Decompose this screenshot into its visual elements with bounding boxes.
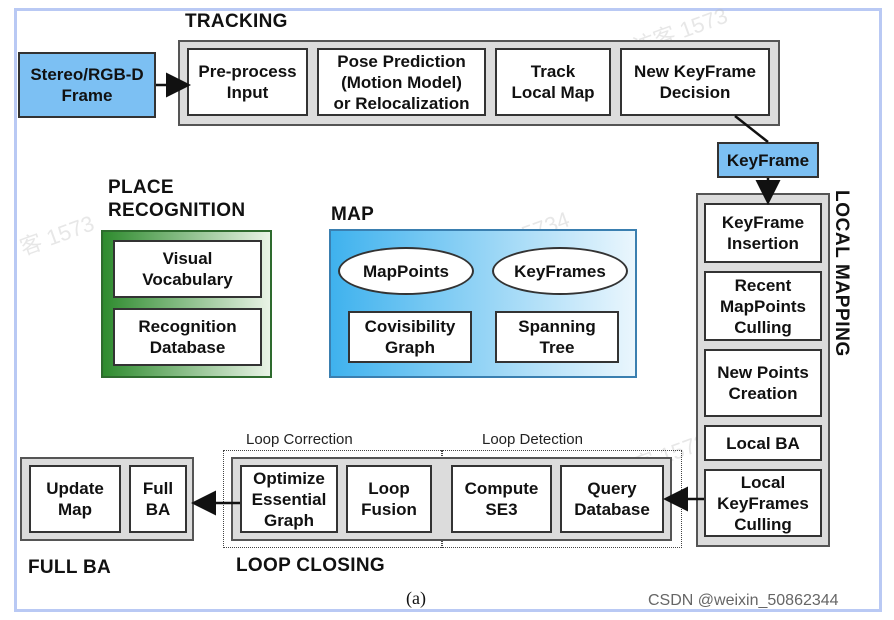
keyframe-insertion-box: KeyFrame Insertion [704,203,822,263]
pose-prediction-box: Pose Prediction (Motion Model) or Reloca… [317,48,486,116]
loop-closing-title: LOOP CLOSING [236,555,385,576]
figure-caption: (a) [406,588,426,608]
preprocess-input-box: Pre-process Input [187,48,308,116]
line-decision-to-keyframe [734,115,769,143]
map-title: MAP [331,204,375,225]
tracking-title: TRACKING [185,11,288,32]
full-ba-box: Full BA [129,465,187,533]
loop-detection-label: Loop Detection [482,431,583,448]
mappoints-ellipse: MapPoints [338,247,474,295]
csdn-credit: CSDN @weixin_50862344 [648,592,839,609]
query-database-box: Query Database [560,465,664,533]
compute-se3-box: Compute SE3 [451,465,552,533]
local-ba-box: Local BA [704,425,822,461]
figure-border [14,8,882,612]
track-local-map-box: Track Local Map [495,48,611,116]
loop-correction-label: Loop Correction [246,431,353,448]
new-keyframe-decision-box: New KeyFrame Decision [620,48,770,116]
optimize-essential-graph-box: Optimize Essential Graph [240,465,338,533]
keyframe-label-box: KeyFrame [717,142,819,178]
new-points-creation-box: New Points Creation [704,349,822,417]
keyframes-ellipse: KeyFrames [492,247,628,295]
loop-fusion-box: Loop Fusion [346,465,432,533]
update-map-box: Update Map [29,465,121,533]
visual-vocabulary-box: Visual Vocabulary [113,240,262,298]
spanning-tree-box: Spanning Tree [495,311,619,363]
local-keyframes-culling-box: Local KeyFrames Culling [704,469,822,537]
stereo-rgbd-frame-box: Stereo/RGB-D Frame [18,52,156,118]
covisibility-graph-box: Covisibility Graph [348,311,472,363]
place-recognition-title: PLACE RECOGNITION [108,177,246,221]
full-ba-title: FULL BA [28,557,112,578]
recent-mappoints-culling-box: Recent MapPoints Culling [704,271,822,341]
recognition-database-box: Recognition Database [113,308,262,366]
